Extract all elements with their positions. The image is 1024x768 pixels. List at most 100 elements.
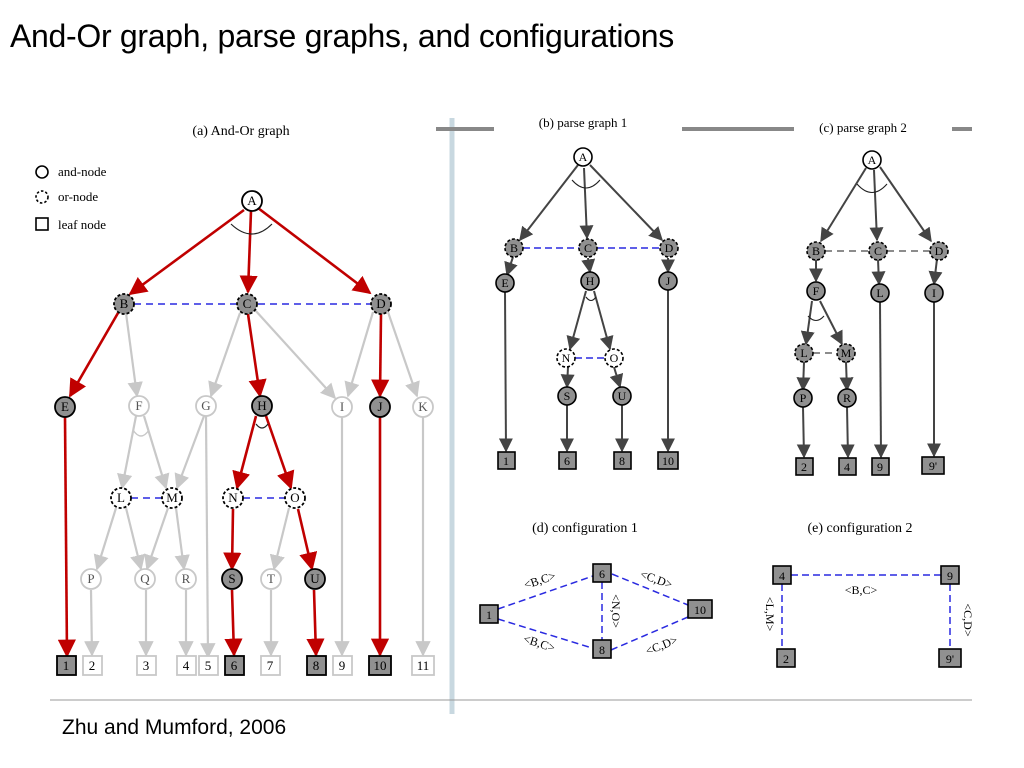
config1-edge-6-8: <N,O> — [609, 594, 623, 628]
leaf-a-11: 11 — [417, 658, 430, 673]
node-c-F: F — [813, 284, 820, 298]
panel-d-caption: (d) configuration 1 — [532, 521, 638, 536]
node-b-O: O — [610, 351, 619, 365]
config1-edge-1-6: <B,C> — [522, 568, 557, 591]
leaf-b-1: 1 — [503, 454, 509, 468]
node-a-S: S — [228, 571, 235, 586]
and-arc-F — [132, 429, 150, 437]
config2-node-9prime: 9' — [946, 652, 954, 666]
and-node-icon — [35, 165, 49, 179]
node-c-M: M — [841, 346, 852, 360]
leaf-node-icon — [35, 217, 49, 231]
legend-and-node: and-node — [58, 164, 107, 179]
node-b-S: S — [564, 389, 571, 403]
node-a-G: G — [201, 398, 210, 413]
node-c-C: C — [874, 244, 882, 258]
node-c-L-upper: L — [876, 286, 883, 300]
node-a-T: T — [267, 571, 275, 586]
config1-edge-6-10: <C,D> — [638, 567, 674, 592]
node-a-L: L — [117, 490, 125, 505]
node-a-C: C — [243, 296, 252, 311]
node-a-A: A — [247, 193, 257, 208]
config2-edge-4-2: <L,M> — [763, 597, 777, 632]
config2-node-9: 9 — [947, 569, 953, 583]
node-b-D: D — [665, 241, 674, 255]
panel-e: 4 9 2 9' <B,C> <L,M> <C,D> — [763, 565, 975, 668]
node-a-U: U — [310, 571, 320, 586]
panel-d: 1 6 8 10 <B,C> <C,D> <N,O> <B,C> <C,D> — [479, 563, 713, 659]
and-arc-A — [230, 223, 273, 235]
legend-or-node: or-node — [58, 189, 98, 204]
leaf-a-4: 4 — [183, 658, 190, 673]
node-b-B: B — [510, 241, 518, 255]
node-b-J: J — [666, 274, 671, 288]
node-c-L: L — [800, 346, 807, 360]
leaf-a-9: 9 — [339, 658, 346, 673]
node-c-A: A — [868, 153, 877, 167]
node-a-J: J — [377, 399, 382, 414]
node-b-H: H — [586, 274, 595, 288]
config2-edge-4-9: <B,C> — [845, 583, 878, 597]
leaf-b-6: 6 — [564, 454, 570, 468]
node-a-E: E — [61, 399, 69, 414]
panel-a-nodes: A B C D E F G H I J K L M N O P Q R S T … — [54, 190, 435, 676]
node-a-B: B — [120, 296, 129, 311]
leaf-a-3: 3 — [143, 658, 150, 673]
config1-node-10: 10 — [694, 603, 706, 617]
node-b-C: C — [584, 241, 592, 255]
leaf-a-5: 5 — [205, 658, 212, 673]
config2-edge-9-9prime: <C,D> — [961, 603, 975, 636]
citation: Zhu and Mumford, 2006 — [62, 716, 287, 739]
leaf-c-9prime: 9' — [929, 459, 937, 473]
leaf-c-4: 4 — [844, 460, 850, 474]
config1-node-1: 1 — [486, 608, 492, 622]
node-a-I: I — [340, 399, 344, 414]
panel-e-caption: (e) configuration 2 — [808, 521, 913, 536]
legend-leaf-node: leaf node — [58, 217, 106, 232]
panel-c — [796, 166, 943, 459]
node-c-I: I — [932, 286, 936, 300]
node-a-F: F — [135, 398, 142, 413]
node-a-M: M — [166, 490, 178, 505]
node-b-U: U — [618, 389, 627, 403]
config2-node-2: 2 — [783, 652, 789, 666]
leaf-a-7: 7 — [267, 658, 274, 673]
panel-b — [498, 164, 675, 453]
node-a-K: K — [418, 399, 428, 414]
config1-node-6: 6 — [599, 567, 605, 581]
node-b-A: A — [579, 150, 588, 164]
leaf-a-8: 8 — [313, 658, 320, 673]
and-arc-H — [255, 423, 269, 429]
node-a-O: O — [290, 490, 299, 505]
node-a-P: P — [87, 571, 94, 586]
leaf-c-9: 9 — [877, 460, 883, 474]
panel-c-caption: (c) parse graph 2 — [819, 120, 907, 135]
node-c-P: P — [800, 391, 807, 405]
leaf-a-6: 6 — [231, 658, 238, 673]
node-a-Q: Q — [140, 571, 150, 586]
panel-c-nodes: A B C D F L I L M P R 2 4 9 9' — [793, 150, 949, 476]
leaf-b-10: 10 — [662, 454, 674, 468]
node-a-D: D — [376, 296, 385, 311]
node-b-N: N — [562, 351, 571, 365]
slide-title: And-Or graph, parse graphs, and configur… — [10, 18, 674, 54]
node-a-R: R — [182, 571, 191, 586]
leaf-c-2: 2 — [801, 460, 807, 474]
panel-a-edges — [57, 206, 431, 659]
panel-b-caption: (b) parse graph 1 — [539, 115, 627, 130]
leaf-b-8: 8 — [619, 454, 625, 468]
config2-node-4: 4 — [779, 569, 785, 583]
node-c-D: D — [935, 244, 944, 258]
frame-lines — [50, 118, 972, 714]
node-c-B: B — [812, 244, 820, 258]
panel-b-nodes: A B C D E H J N O S U 1 6 8 10 — [495, 147, 679, 470]
or-node-icon — [35, 190, 49, 204]
legend: and-node or-node leaf node — [35, 164, 107, 232]
leaf-a-1: 1 — [63, 658, 70, 673]
leaf-a-2: 2 — [89, 658, 96, 673]
node-a-H: H — [257, 398, 266, 413]
panel-a-caption: (a) And-Or graph — [192, 124, 289, 139]
node-a-N: N — [228, 490, 238, 505]
node-b-E: E — [501, 276, 508, 290]
